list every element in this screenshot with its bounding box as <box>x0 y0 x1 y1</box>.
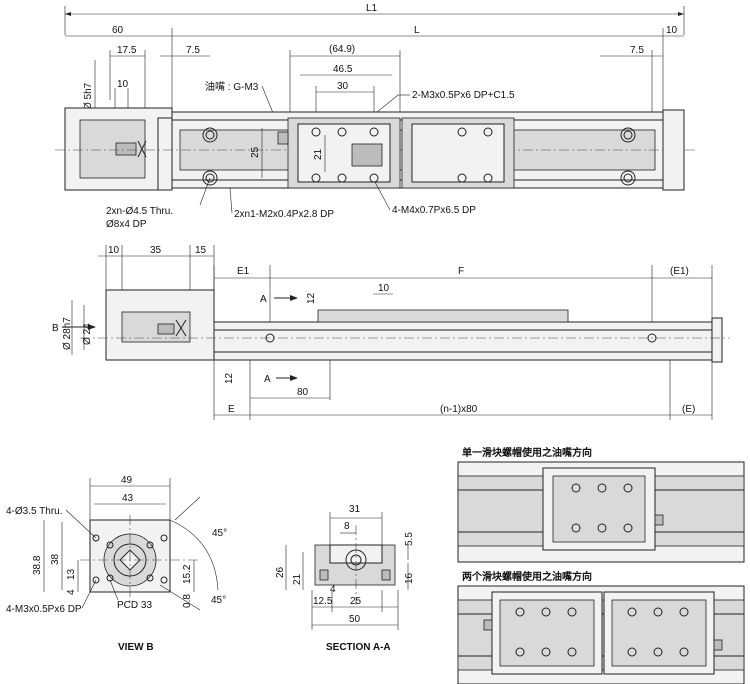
section-a-a: 31 8 5.5 26 21 16 12.5 25 50 4 SECTION A… <box>275 504 415 653</box>
view-mark-B: B <box>52 323 59 334</box>
dim-16: 16 <box>404 572 415 584</box>
double-slider-title: 两个滑块螺帽使用之油嘴方向 <box>462 570 592 583</box>
dim-7-5-left: 7.5 <box>186 45 200 56</box>
dim-8: 8 <box>344 521 350 532</box>
dim-25-section: 25 <box>350 596 362 607</box>
dim-31: 31 <box>349 504 361 515</box>
slider-side <box>317 309 569 323</box>
dim-12-lower: 12 <box>224 372 235 384</box>
dim-24: Ø 24 <box>82 323 93 345</box>
dim-35: 35 <box>150 245 162 256</box>
dim-26: 26 <box>275 566 286 578</box>
m2-label: 2xn1-M2x0.4Px2.8 DP <box>234 209 334 220</box>
dim-E-right: (E) <box>682 404 695 415</box>
dim-50: 50 <box>349 614 361 625</box>
dim-28h7: Ø 28h7 <box>62 317 73 350</box>
oil-nipple-label: 油嘴 : G-M3 <box>205 80 259 93</box>
slider-2-screw-holes <box>457 127 493 183</box>
dim-21-section: 21 <box>292 573 303 585</box>
dim-5h7: Ø 5h7 <box>83 82 94 110</box>
dim-64-9: (64.9) <box>329 44 355 55</box>
angle-45-upper: 45° <box>212 528 227 539</box>
dim-30: 30 <box>337 81 349 92</box>
dim-21-top: 21 <box>313 148 324 160</box>
dim-E1-right: (E1) <box>670 266 689 277</box>
view-b-caption: VIEW B <box>118 642 154 653</box>
view-b-holes <box>92 534 168 584</box>
section-mark-A-top: A <box>260 294 267 305</box>
dim-38: 38 <box>50 553 61 565</box>
view-b-thru-label: 4-Ø3.5 Thru. <box>6 506 63 517</box>
dim-5-5: 5.5 <box>404 532 415 546</box>
dim-4-section: 4 <box>330 584 336 595</box>
view-b-m3-label: 4-M3x0.5Px6 DP <box>6 604 82 615</box>
section-caption: SECTION A-A <box>326 642 391 653</box>
single-slider-title: 单一滑块螺帽使用之油嘴方向 <box>462 446 592 459</box>
dim-F: F <box>458 266 464 277</box>
dim-12-upper: 12 <box>306 292 317 304</box>
m4-label: 4-M4x0.7Px6.5 DP <box>392 205 476 216</box>
coupling-housing <box>79 119 146 179</box>
dim-25-top: 25 <box>250 146 261 158</box>
oil-nipple-panels: 单一滑块螺帽使用之油嘴方向 两个滑块螺帽使用之油嘴方向 <box>457 446 745 684</box>
slider-1-screw-holes <box>311 127 379 183</box>
dim-43: 43 <box>122 493 134 504</box>
dim-10-top: 10 <box>117 79 129 90</box>
dim-E: E <box>228 404 235 415</box>
dim-49: 49 <box>121 475 133 486</box>
dim-L1: L1 <box>366 3 378 14</box>
dim-0-8: 0.8 <box>182 594 193 608</box>
dim-12-5: 12.5 <box>313 596 333 607</box>
dim-17-5: 17.5 <box>117 45 137 56</box>
rail-side <box>213 321 713 361</box>
dim-46-5: 46.5 <box>333 64 353 75</box>
dim-L: L <box>414 25 420 36</box>
dim-10-right: 10 <box>666 25 678 36</box>
dim-10-side: 10 <box>108 245 120 256</box>
dim-60: 60 <box>112 25 124 36</box>
thru-hole-label: 2xn-Ø4.5 Thru. <box>106 206 173 217</box>
dim-7-5-right: 7.5 <box>630 45 644 56</box>
oil-nipple <box>277 131 289 145</box>
pcd-label: PCD 33 <box>117 600 152 611</box>
counterbore-label: Ø8x4 DP <box>106 219 147 230</box>
dim-15-2: 15.2 <box>182 564 193 584</box>
dim-80: 80 <box>297 387 309 398</box>
dim-E1: E1 <box>237 266 250 277</box>
dim-n-1-x80: (n-1)x80 <box>440 404 478 415</box>
angle-45-lower: 45° <box>211 595 226 606</box>
dim-10-slot: 10 <box>378 283 390 294</box>
m3-label: 2-M3x0.5Px6 DP+C1.5 <box>412 90 515 101</box>
section-mark-A-bottom: A <box>264 374 271 385</box>
view-b: 49 43 4-Ø3.5 Thru. 38.8 38 13 4 15.2 0.8… <box>6 475 227 653</box>
side-view: 10 35 15 E1 F (E1) 10 12 12 A <box>52 245 730 420</box>
dim-4-view-b: 4 <box>66 589 77 595</box>
dim-15: 15 <box>195 245 207 256</box>
dim-13: 13 <box>66 568 77 580</box>
top-view: L1 60 L 10 17.5 7.5 7.5 (64.9) 46.5 30 油… <box>55 3 695 230</box>
dim-38-8: 38.8 <box>32 555 43 575</box>
